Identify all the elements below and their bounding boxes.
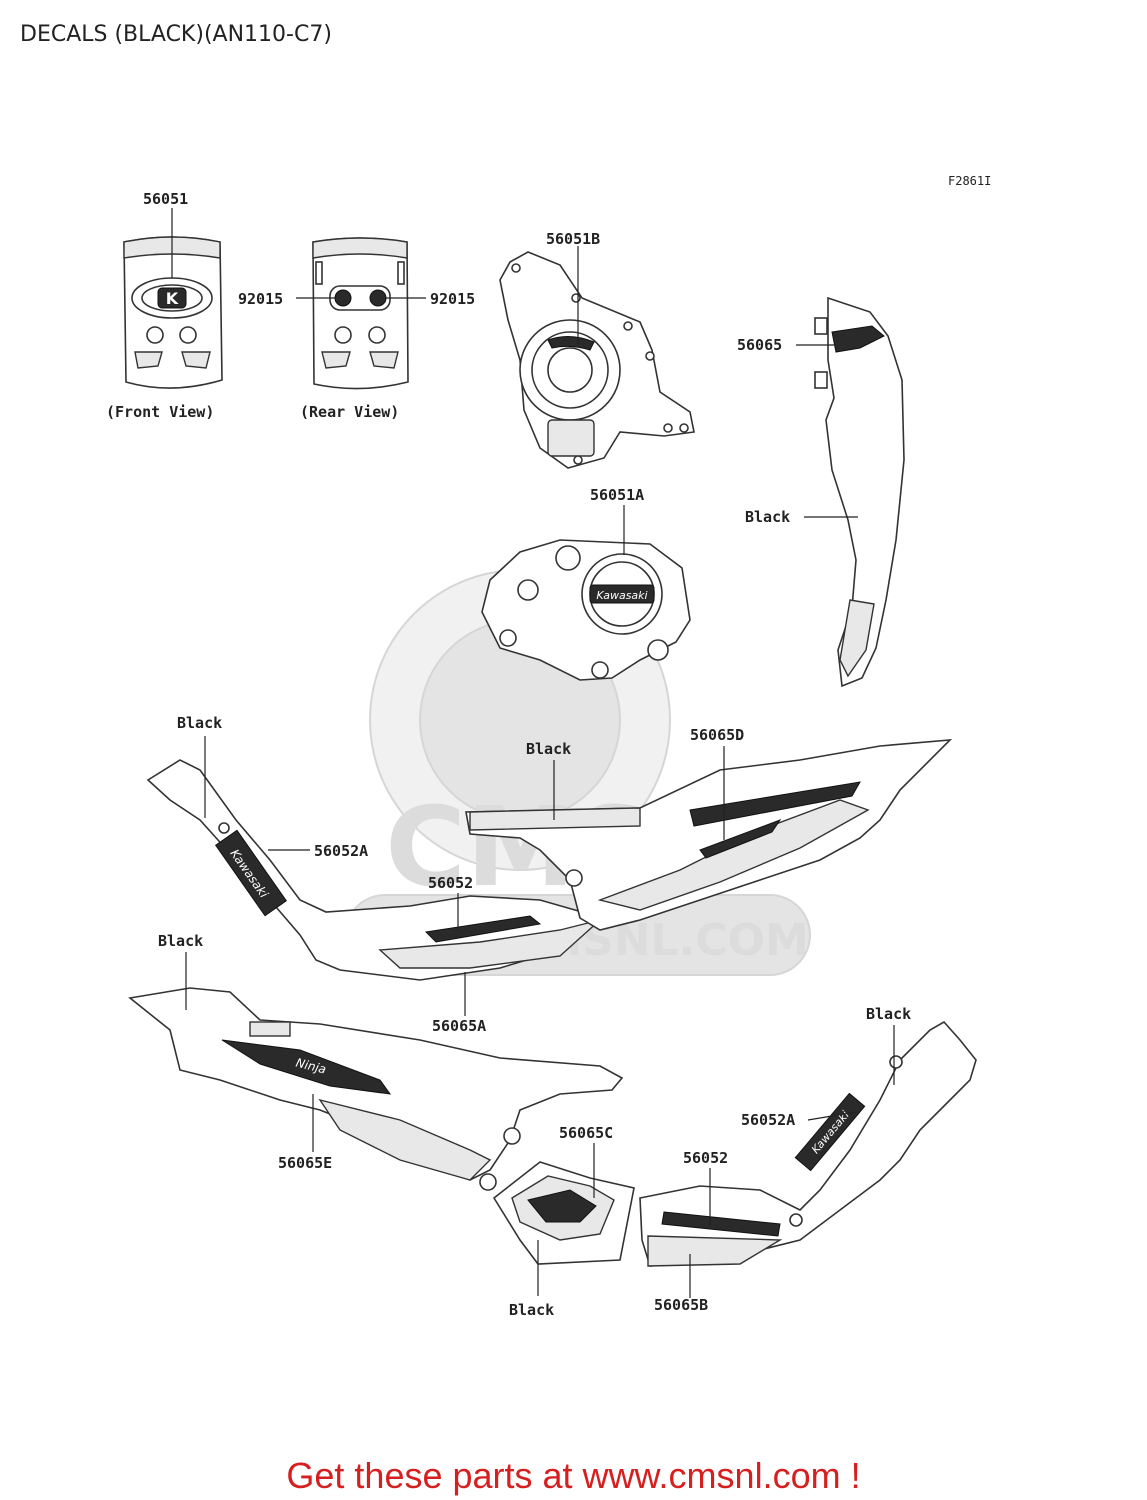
- floor-panel-decal: [492, 1161, 635, 1265]
- emblem-front-view: K: [123, 236, 223, 389]
- callout-56051A: 56051A: [590, 486, 644, 504]
- callout-56065C: 56065C: [559, 1124, 613, 1142]
- callout-black-right: Black: [866, 1005, 911, 1023]
- decal-parts-diagram: CMS WWW.CMSNL.COM F2861I K 56051 (Front …: [106, 174, 991, 1319]
- engine-cover-right: Kawasaki: [481, 539, 691, 681]
- callout-56065: 56065: [737, 336, 782, 354]
- callout-56051: 56051: [143, 190, 188, 208]
- side-cowl: [814, 296, 905, 688]
- callout-56052-right: 56052: [683, 1149, 728, 1167]
- svg-text:K: K: [166, 289, 179, 308]
- svg-text:Kawasaki: Kawasaki: [596, 589, 647, 602]
- callout-56065E: 56065E: [278, 1154, 332, 1172]
- callout-92015-right: 92015: [430, 290, 475, 308]
- callout-black-left-frame: Black: [177, 714, 222, 732]
- callout-black-center: Black: [526, 740, 571, 758]
- callout-black-lower-left: Black: [158, 932, 203, 950]
- callout-black-side-cowl: Black: [745, 508, 790, 526]
- callout-black-bottom: Black: [509, 1301, 554, 1319]
- callout-56052A-right: 56052A: [741, 1111, 795, 1129]
- callout-56051B: 56051B: [546, 230, 600, 248]
- page-title: DECALS (BLACK)(AN110-C7): [20, 22, 332, 47]
- side-cover-lower-left: Ninja: [128, 987, 624, 1191]
- figure-code: F2861I: [948, 174, 991, 188]
- rear-view-caption: (Rear View): [300, 403, 399, 421]
- frame-cover-left-upper: Kawasaki: [146, 759, 601, 981]
- callout-92015-left: 92015: [238, 290, 283, 308]
- callout-56052-center: 56052: [428, 874, 473, 892]
- callout-56052A-left: 56052A: [314, 842, 368, 860]
- emblem-rear-view: [312, 237, 409, 390]
- frame-cover-right-lower: Kawasaki: [639, 1020, 977, 1267]
- engine-cover-left: [499, 251, 695, 469]
- callout-56065D: 56065D: [690, 726, 744, 744]
- callout-56065A: 56065A: [432, 1017, 486, 1035]
- rear-side-cover-upper: [465, 739, 953, 931]
- footer-cta-link[interactable]: Get these parts at www.cmsnl.com !: [286, 1455, 861, 1496]
- front-view-caption: (Front View): [106, 403, 214, 421]
- callout-56065B: 56065B: [654, 1296, 708, 1314]
